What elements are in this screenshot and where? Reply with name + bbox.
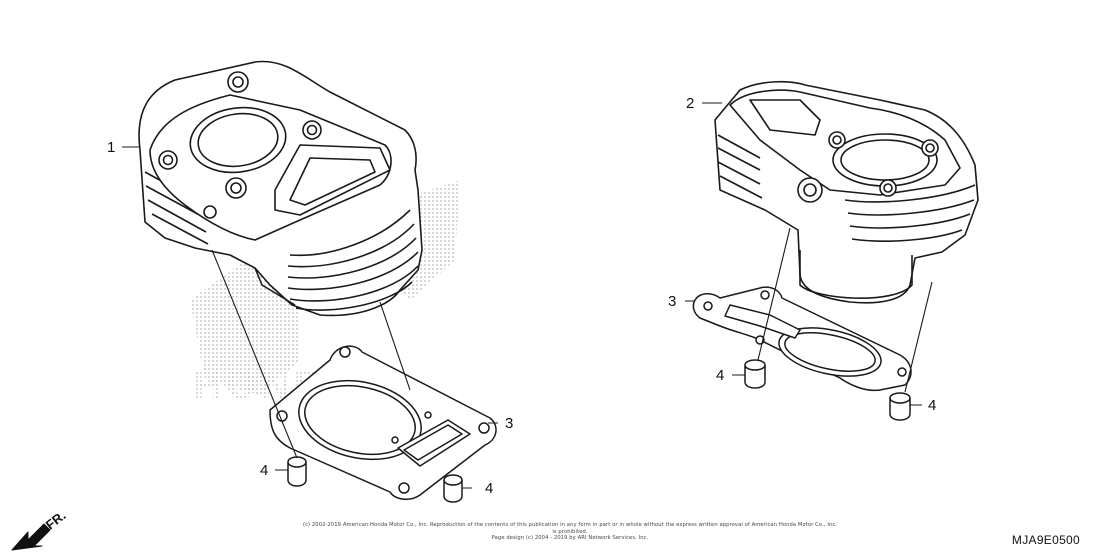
front-cylinder-base-gasket [269, 345, 497, 500]
rear-cylinder-base-gasket [692, 286, 912, 392]
front-dowel-pins [287, 456, 463, 503]
callout-2-cylinder-rear: 2 [686, 95, 694, 112]
diagram-code: MJA9E0500 [1011, 533, 1080, 547]
callout-4-front-left-dowel: 4 [260, 462, 268, 479]
callout-3-rear-gasket: 3 [668, 293, 676, 310]
callout-4-rear-right-dowel: 4 [928, 397, 936, 414]
copyright-notice: (c) 2002-2019 American Honda Motor Co., … [300, 522, 840, 542]
front-direction-arrow-icon: FR. [11, 508, 69, 551]
rear-assembly-guide-lines [757, 227, 933, 393]
copyright-line-2: Page design (c) 2004 - 2019 by ARI Netwo… [491, 535, 649, 541]
callout-4-front-right-dowel: 4 [485, 480, 493, 497]
callout-1-cylinder-front: 1 [107, 139, 115, 156]
rear-cylinder [714, 80, 979, 304]
front-assembly-guide-lines [211, 249, 411, 459]
callout-leaders [122, 102, 922, 489]
front-cylinder [138, 60, 423, 317]
callout-3-front-gasket: 3 [505, 415, 513, 432]
rear-dowel-pins [744, 359, 911, 421]
copyright-line-1: (c) 2002-2019 American Honda Motor Co., … [302, 522, 838, 535]
callout-4-rear-left-dowel: 4 [716, 367, 724, 384]
